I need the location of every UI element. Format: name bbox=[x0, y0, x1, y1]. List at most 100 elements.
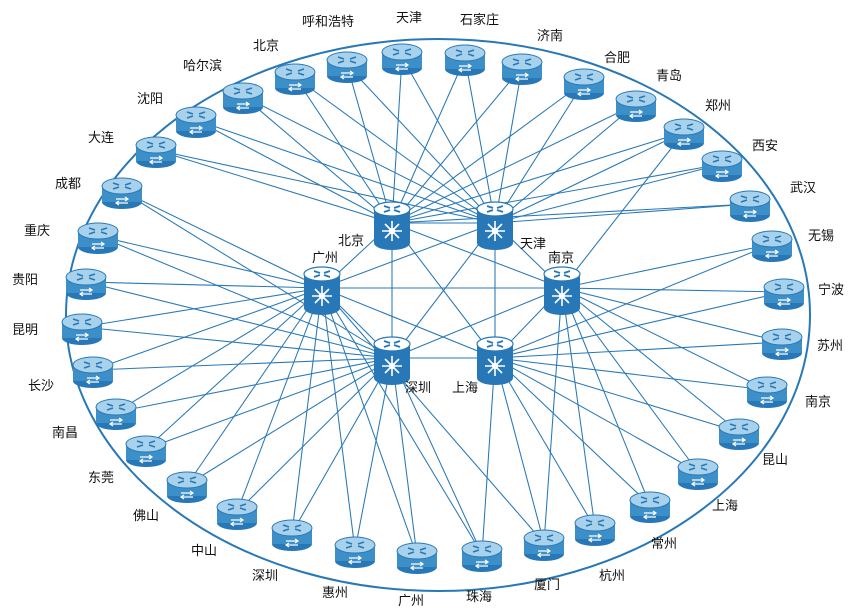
edge-node-e-hangzhou[interactable] bbox=[574, 514, 616, 546]
router-icon bbox=[77, 222, 119, 254]
link-e-nanjing--core-shanghai bbox=[494, 357, 768, 391]
node-label-e-xian: 西安 bbox=[752, 139, 778, 154]
edge-node-e-zhengzhou[interactable] bbox=[663, 118, 705, 150]
link-e-kunshan--core-shanghai bbox=[494, 357, 740, 433]
core-switch-icon bbox=[476, 336, 514, 385]
core-node-core-guangzhou[interactable] bbox=[303, 266, 341, 315]
router-icon bbox=[746, 376, 788, 408]
router-icon bbox=[72, 356, 114, 388]
edge-node-e-nanchang[interactable] bbox=[95, 398, 137, 430]
link-e-zhengzhou--core-nanjing bbox=[561, 131, 685, 289]
link-e-xiamen--core-shanghai bbox=[494, 357, 545, 544]
core-node-core-shenzhen[interactable] bbox=[373, 336, 411, 385]
edge-node-e-wuxi[interactable] bbox=[751, 230, 793, 262]
node-label-e-hefei: 合肥 bbox=[604, 51, 630, 66]
node-label-e-zhuhai: 珠海 bbox=[466, 590, 492, 605]
node-label-e-guiyang: 贵阳 bbox=[12, 273, 38, 288]
edge-node-e-kunming[interactable] bbox=[61, 313, 103, 345]
link-e-chongqing--core-shenzhen bbox=[97, 235, 393, 359]
link-core-tianjin--core-shenzhen bbox=[391, 222, 496, 359]
edge-node-e-shenyang[interactable] bbox=[175, 106, 217, 138]
edge-node-e-jinan[interactable] bbox=[501, 53, 543, 85]
link-e-zhuhai--core-shanghai bbox=[481, 357, 496, 555]
edge-node-e-qingdao[interactable] bbox=[615, 90, 657, 122]
edge-node-e-huizhou[interactable] bbox=[334, 536, 376, 568]
edge-node-e-dalian[interactable] bbox=[135, 136, 177, 168]
link-e-qingdao--core-tianjin bbox=[494, 103, 637, 224]
core-switch-icon bbox=[303, 266, 341, 315]
edge-node-e-hohhot[interactable] bbox=[326, 51, 368, 83]
edge-node-e-chongqing[interactable] bbox=[77, 222, 119, 254]
link-e-zhuhai--core-guangzhou bbox=[321, 287, 483, 555]
router-icon bbox=[271, 519, 313, 551]
edge-node-e-wuhan[interactable] bbox=[729, 190, 771, 222]
router-icon bbox=[61, 313, 103, 345]
link-e-hangzhou--core-shanghai bbox=[494, 357, 596, 529]
node-label-e-wuhan: 武汉 bbox=[790, 181, 816, 196]
edge-node-e-guiyang[interactable] bbox=[65, 268, 107, 300]
link-e-shenyang--core-beijing bbox=[195, 119, 393, 224]
edge-node-e-hefei[interactable] bbox=[563, 68, 605, 100]
edge-node-e-xian[interactable] bbox=[701, 150, 743, 182]
link-e-chengdu--core-guangzhou bbox=[121, 190, 323, 289]
link-e-kunming--core-shenzhen bbox=[81, 326, 393, 359]
edge-node-e-suzhou[interactable] bbox=[761, 328, 803, 360]
router-icon bbox=[763, 278, 805, 310]
core-node-core-shanghai[interactable] bbox=[476, 336, 514, 385]
node-label-core-shenzhen: 深圳 bbox=[405, 381, 431, 396]
link-e-changsha--core-guangzhou bbox=[92, 287, 323, 371]
link-e-shenzhen--core-shenzhen bbox=[291, 357, 393, 534]
node-label-e-shanghai: 上海 bbox=[712, 499, 738, 514]
link-e-shijiazhuang--core-tianjin bbox=[464, 57, 496, 224]
edge-node-e-nanjing[interactable] bbox=[746, 376, 788, 408]
core-node-core-nanjing[interactable] bbox=[543, 266, 581, 315]
node-label-e-huizhou: 惠州 bbox=[322, 586, 348, 601]
router-icon bbox=[65, 268, 107, 300]
edge-node-e-shenzhen[interactable] bbox=[271, 519, 313, 551]
edge-node-e-kunshan[interactable] bbox=[718, 418, 760, 450]
router-icon bbox=[501, 53, 543, 85]
router-icon bbox=[334, 536, 376, 568]
edge-node-e-shijiazhuang[interactable] bbox=[444, 44, 486, 76]
link-e-nanchang--core-guangzhou bbox=[115, 287, 323, 413]
link-e-guangzhou--core-guangzhou bbox=[321, 287, 418, 557]
edge-node-e-changsha[interactable] bbox=[72, 356, 114, 388]
node-label-e-dongguan: 东莞 bbox=[88, 471, 114, 486]
router-icon bbox=[751, 230, 793, 262]
edge-node-e-zhuhai[interactable] bbox=[461, 540, 503, 572]
router-icon bbox=[125, 435, 167, 467]
link-e-shenyang--core-tianjin bbox=[195, 119, 496, 224]
node-label-e-chongqing: 重庆 bbox=[24, 223, 50, 239]
link-core-nanjing--core-shenzhen bbox=[391, 287, 563, 359]
link-e-kunshan--core-nanjing bbox=[561, 287, 740, 433]
edge-node-e-shanghai[interactable] bbox=[677, 458, 719, 490]
node-label-e-guangzhou: 广州 bbox=[398, 594, 424, 609]
edge-node-e-dongguan[interactable] bbox=[125, 435, 167, 467]
router-icon bbox=[663, 118, 705, 150]
edge-node-e-zhongshan[interactable] bbox=[216, 498, 258, 530]
node-label-e-nanchang: 南昌 bbox=[52, 425, 78, 441]
core-node-core-beijing[interactable] bbox=[373, 201, 411, 250]
core-node-core-tianjin[interactable] bbox=[476, 201, 514, 250]
core-switch-icon bbox=[543, 266, 581, 315]
edge-node-e-guangzhou[interactable] bbox=[396, 542, 438, 574]
router-icon bbox=[729, 190, 771, 222]
edge-node-e-chengdu[interactable] bbox=[101, 177, 143, 209]
edge-node-e-ningbo[interactable] bbox=[763, 278, 805, 310]
edge-node-e-xiamen[interactable] bbox=[523, 529, 565, 561]
link-core-tianjin--core-guangzhou bbox=[321, 222, 496, 289]
link-e-nanjing--core-nanjing bbox=[561, 287, 768, 391]
link-e-zhengzhou--core-tianjin bbox=[494, 131, 685, 224]
edge-node-e-foshan[interactable] bbox=[166, 471, 208, 503]
link-e-shanghai--core-nanjing bbox=[561, 287, 699, 473]
node-label-e-kunshan: 昆山 bbox=[762, 453, 788, 468]
edge-node-e-harbin[interactable] bbox=[222, 82, 264, 114]
router-icon bbox=[326, 51, 368, 83]
edge-node-e-tianjin[interactable] bbox=[381, 43, 423, 75]
nodes-layer bbox=[61, 43, 805, 574]
router-icon bbox=[701, 150, 743, 182]
edge-node-e-beijing[interactable] bbox=[274, 63, 316, 95]
router-icon bbox=[761, 328, 803, 360]
edge-node-e-changzhou[interactable] bbox=[629, 491, 671, 523]
